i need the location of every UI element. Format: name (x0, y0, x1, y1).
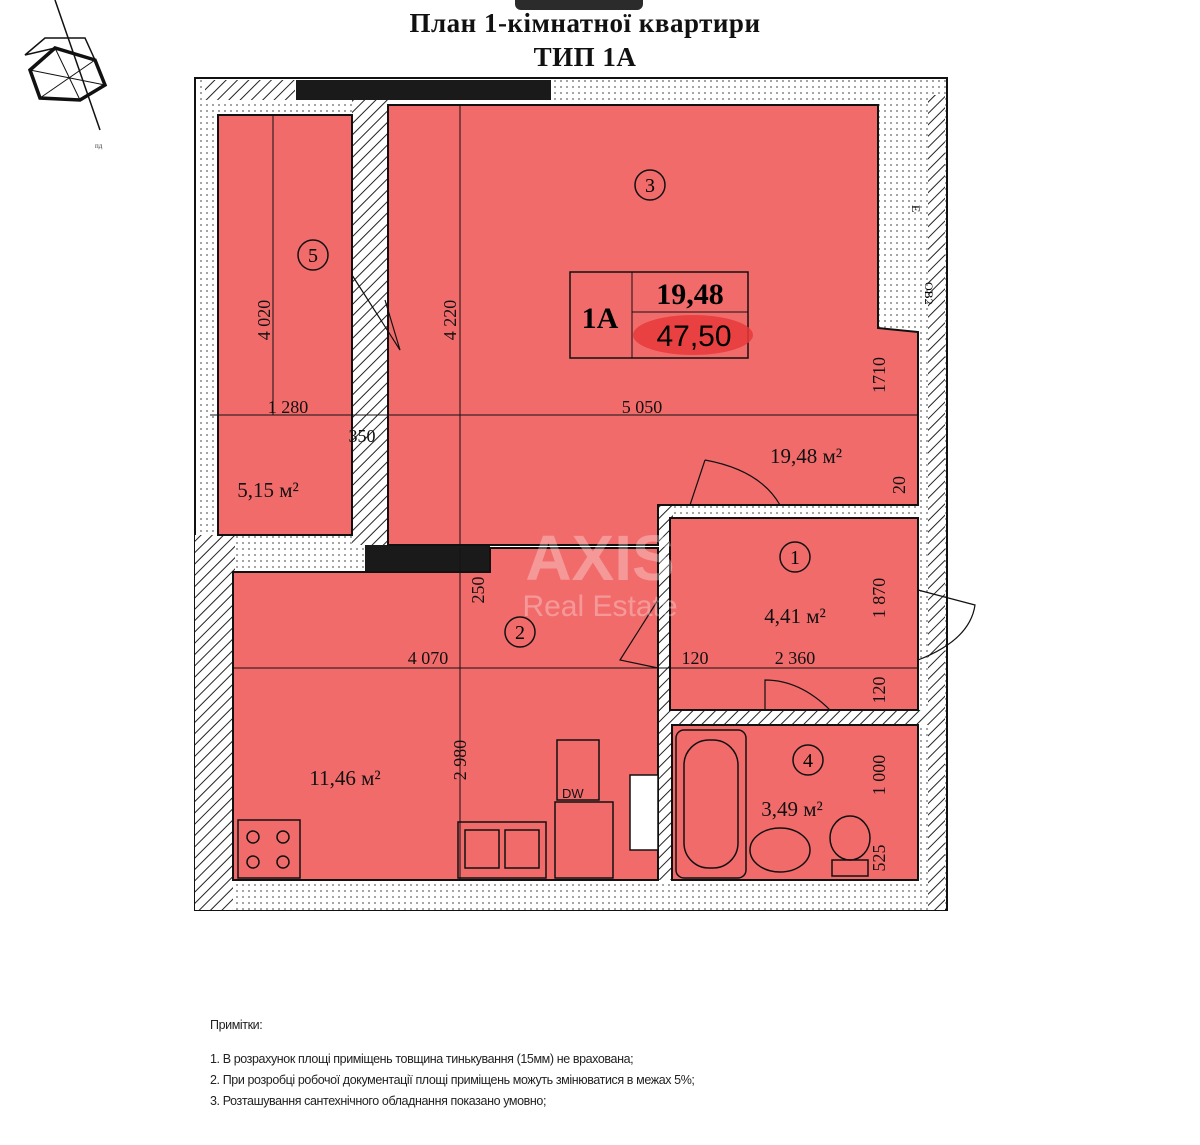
dim-4220: 4 220 (440, 300, 460, 341)
bathtub-icon (675, 729, 747, 879)
room-area-1: 4,41 м² (764, 604, 826, 628)
note-item: 1. В розрахунок площі приміщень товщина … (210, 1052, 634, 1066)
dim-1710: 1710 (869, 357, 889, 393)
watermark-sub: Real Estate (522, 590, 677, 623)
dim-250: 250 (468, 577, 488, 604)
plan-subtitle: ТИП 1А (533, 42, 637, 72)
room-numbers: 1 2 3 4 5 (297, 169, 824, 776)
watermark-brand: AXIS (525, 522, 674, 594)
living-area: 19,48 (656, 278, 724, 311)
top-bar (515, 0, 643, 10)
riser-label: ОВ2 (922, 282, 936, 305)
room-area-5: 5,15 м² (237, 478, 299, 502)
room-number-3: 3 (645, 175, 655, 197)
dim-525: 525 (869, 845, 889, 872)
dim-20: 20 (889, 476, 909, 494)
dim-350: 350 (349, 426, 376, 446)
room-5-balcony (217, 114, 353, 536)
washer-icon (554, 801, 614, 879)
dimension-lines (210, 105, 918, 880)
room-number-4: 4 (803, 750, 813, 772)
room-area-4: 3,49 м² (761, 797, 823, 821)
total-area: 47,50 (656, 320, 731, 353)
dishwasher-icon (556, 739, 600, 801)
dim-120-vertical: 120 (869, 677, 889, 704)
dim-2980: 2 980 (450, 740, 470, 781)
dim-2360: 2 360 (775, 648, 816, 668)
meter-label: Е (909, 205, 923, 212)
summary-box: 1А 19,48 47,50 (569, 271, 753, 359)
fixtures (237, 729, 871, 879)
compass-rose-icon: пд (24, 0, 108, 150)
doors (351, 274, 976, 711)
room-area-2: 11,46 м² (309, 766, 380, 790)
washbasin-icon (749, 827, 811, 873)
room-1-hall (669, 517, 919, 711)
room-number-2: 2 (515, 622, 525, 644)
dim-120-horizontal: 120 (682, 648, 709, 668)
sink-icon (457, 821, 547, 879)
dim-4020: 4 020 (254, 300, 274, 341)
room-2-kitchen (232, 547, 659, 881)
dw-label: DW (562, 786, 584, 801)
room-number-5: 5 (308, 245, 318, 267)
note-item: 3. Розташування сантехнічного обладнання… (210, 1094, 547, 1108)
dim-1000: 1 000 (869, 755, 889, 796)
room-number-1: 1 (790, 547, 800, 569)
stove-icon (237, 819, 301, 879)
dim-4070: 4 070 (408, 648, 449, 668)
notes: Примітки: 1. В розрахунок площі приміщен… (210, 1018, 695, 1115)
dim-5050: 5 050 (622, 397, 663, 417)
notes-heading: Примітки: (210, 1018, 263, 1032)
dim-1280: 1 280 (268, 397, 309, 417)
compass-label: пд (95, 142, 103, 150)
plan-title: План 1-кімнатної квартири (409, 8, 761, 38)
apartment-type: 1А (582, 302, 619, 335)
note-item: 2. При розробці робочої документації пло… (210, 1073, 695, 1087)
room-4-bathroom (671, 724, 919, 881)
dim-1870: 1 870 (869, 578, 889, 619)
room-area-3: 19,48 м² (770, 444, 842, 468)
